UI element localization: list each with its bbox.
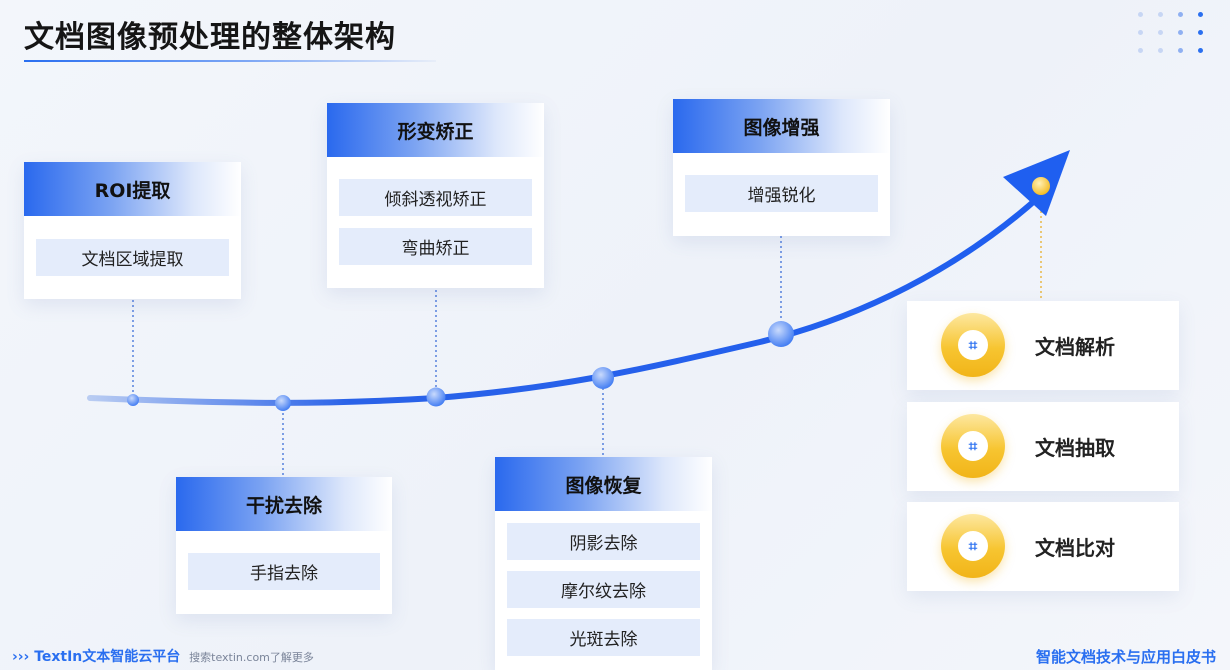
page-title: 文档图像预处理的整体架构 bbox=[24, 20, 396, 55]
stage-card-restoration: 图像恢复 阴影去除 摩尔纹去除 光斑去除 bbox=[495, 457, 712, 670]
node-roi bbox=[127, 394, 139, 406]
stage-item: 摩尔纹去除 bbox=[507, 571, 700, 608]
stage-item: 倾斜透视矫正 bbox=[339, 179, 532, 216]
result-card-parse: ⌗ 文档解析 bbox=[907, 301, 1179, 390]
stage-item: 文档区域提取 bbox=[36, 239, 229, 276]
stage-item: 阴影去除 bbox=[507, 523, 700, 560]
stage-card-roi: ROI提取 文档区域提取 bbox=[24, 162, 241, 299]
stage-item: 光斑去除 bbox=[507, 619, 700, 656]
node-restoration bbox=[592, 367, 614, 389]
stage-title: ROI提取 bbox=[24, 162, 241, 216]
node-enhancement bbox=[768, 321, 794, 347]
decorative-dot bbox=[1158, 12, 1163, 17]
stage-title: 图像增强 bbox=[673, 99, 890, 153]
scan-icon: ⌗ bbox=[941, 313, 1005, 377]
title-underline bbox=[24, 60, 436, 62]
footer-brand-name: TextIn文本智能云平台 bbox=[34, 649, 181, 665]
decorative-dot-grid bbox=[1138, 12, 1208, 66]
stage-card-deformation: 形变矫正 倾斜透视矫正 弯曲矫正 bbox=[327, 103, 544, 288]
footer-brand: ››› TextIn文本智能云平台 搜索textin.com了解更多 bbox=[12, 646, 314, 666]
decorative-dot bbox=[1158, 30, 1163, 35]
result-label: 文档解析 bbox=[1035, 335, 1115, 359]
node-interference bbox=[275, 395, 291, 411]
decorative-dot bbox=[1138, 48, 1143, 53]
footer-publication: 智能文档技术与应用白皮书 bbox=[1035, 648, 1216, 666]
chevrons-icon: ››› bbox=[12, 649, 30, 665]
decorative-dot bbox=[1138, 12, 1143, 17]
decorative-dot bbox=[1178, 48, 1183, 53]
decorative-dot bbox=[1158, 48, 1163, 53]
footer-hint: 搜索textin.com了解更多 bbox=[189, 651, 314, 664]
stage-card-interference: 干扰去除 手指去除 bbox=[176, 477, 392, 614]
decorative-dot bbox=[1178, 12, 1183, 17]
result-label: 文档比对 bbox=[1035, 536, 1115, 560]
result-label: 文档抽取 bbox=[1035, 436, 1115, 460]
scan-icon: ⌗ bbox=[941, 514, 1005, 578]
decorative-dot bbox=[1138, 30, 1143, 35]
stage-title: 形变矫正 bbox=[327, 103, 544, 157]
decorative-dot bbox=[1178, 30, 1183, 35]
node-deformation bbox=[426, 387, 446, 407]
stage-item: 弯曲矫正 bbox=[339, 228, 532, 265]
decorative-dot bbox=[1198, 48, 1203, 53]
decorative-dot bbox=[1198, 12, 1203, 17]
stage-card-enhancement: 图像增强 增强锐化 bbox=[673, 99, 890, 236]
scan-icon: ⌗ bbox=[941, 414, 1005, 478]
node-output bbox=[1032, 177, 1050, 195]
stage-item: 增强锐化 bbox=[685, 175, 878, 212]
stage-title: 干扰去除 bbox=[176, 477, 392, 531]
decorative-dot bbox=[1198, 30, 1203, 35]
result-card-compare: ⌗ 文档比对 bbox=[907, 502, 1179, 591]
stage-title: 图像恢复 bbox=[495, 457, 712, 511]
stage-item: 手指去除 bbox=[188, 553, 380, 590]
result-card-extract: ⌗ 文档抽取 bbox=[907, 402, 1179, 491]
growth-arrow-curve bbox=[87, 193, 1043, 406]
